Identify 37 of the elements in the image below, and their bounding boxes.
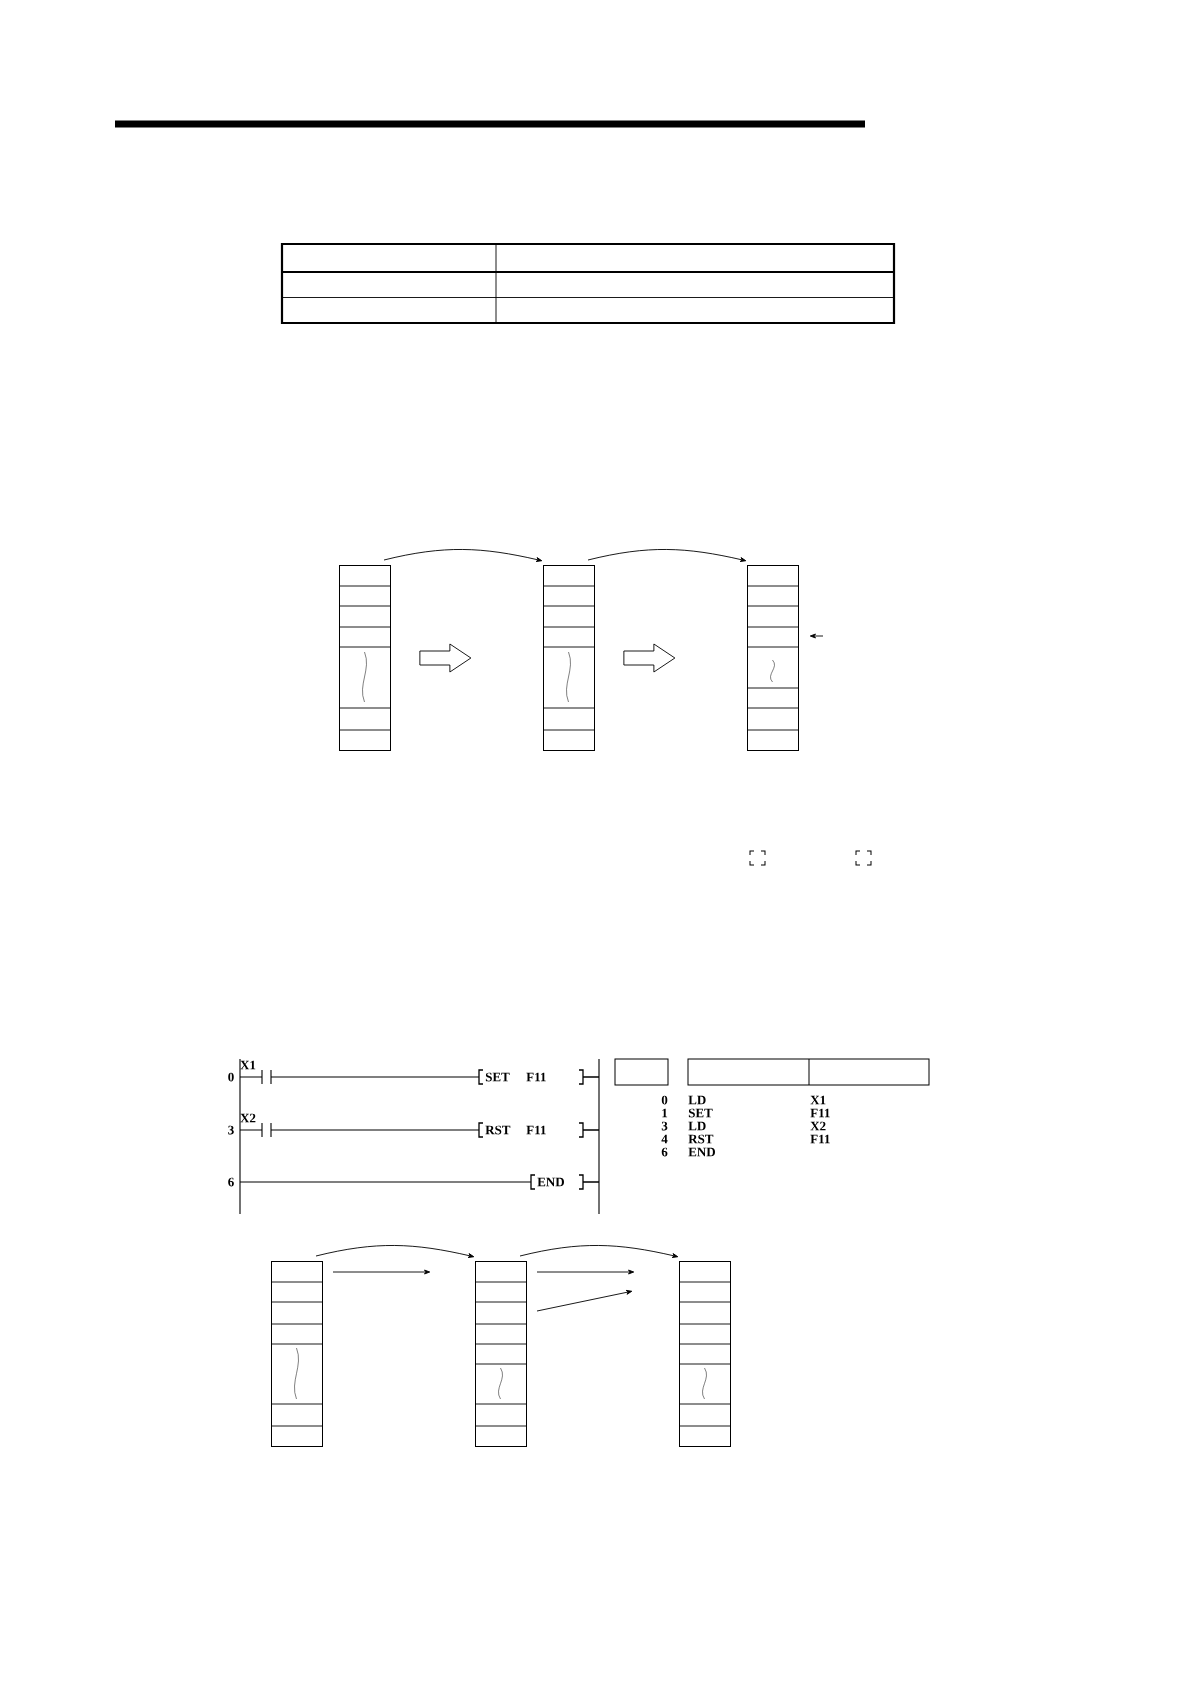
memory-stack	[678, 1261, 731, 1447]
block-arrow	[623, 643, 676, 673]
curved-arrow	[315, 1245, 475, 1258]
step-number: 1	[662, 1108, 668, 1118]
rung-number: 3	[228, 1125, 234, 1135]
curved-arrow	[519, 1245, 679, 1258]
instruction-text: END	[688, 1147, 715, 1157]
rung-number: 6	[228, 1177, 234, 1187]
instruction-label: SET	[485, 1072, 510, 1082]
device-text: X2	[810, 1121, 826, 1131]
instruction-text: LD	[688, 1121, 706, 1131]
instruction-text: LD	[688, 1095, 706, 1105]
device-text: X1	[810, 1095, 826, 1105]
block-arrow	[419, 643, 472, 673]
device-label: X2	[240, 1113, 256, 1123]
device-text: F11	[810, 1134, 830, 1144]
device-label: F11	[526, 1072, 546, 1082]
memory-stack	[270, 1261, 323, 1447]
memory-stack	[746, 565, 799, 751]
step-number: 3	[661, 1121, 668, 1131]
instruction-text: RST	[688, 1134, 714, 1144]
step-number: 6	[661, 1147, 668, 1157]
curved-arrow	[587, 549, 747, 562]
memory-stack	[474, 1261, 527, 1447]
instruction-label: END	[537, 1177, 564, 1187]
memory-stack	[338, 565, 391, 751]
instruction-text: SET	[688, 1108, 713, 1118]
step-number: 4	[661, 1134, 668, 1144]
leader-line	[809, 633, 824, 639]
device-label: F11	[526, 1125, 546, 1135]
rung-number: 0	[228, 1072, 234, 1082]
device-label: X1	[240, 1060, 256, 1070]
memory-stack	[542, 565, 595, 751]
step-number: 0	[661, 1095, 668, 1105]
device-text: F11	[810, 1108, 830, 1118]
instruction-label: RST	[485, 1125, 511, 1135]
curved-arrow	[383, 549, 543, 562]
